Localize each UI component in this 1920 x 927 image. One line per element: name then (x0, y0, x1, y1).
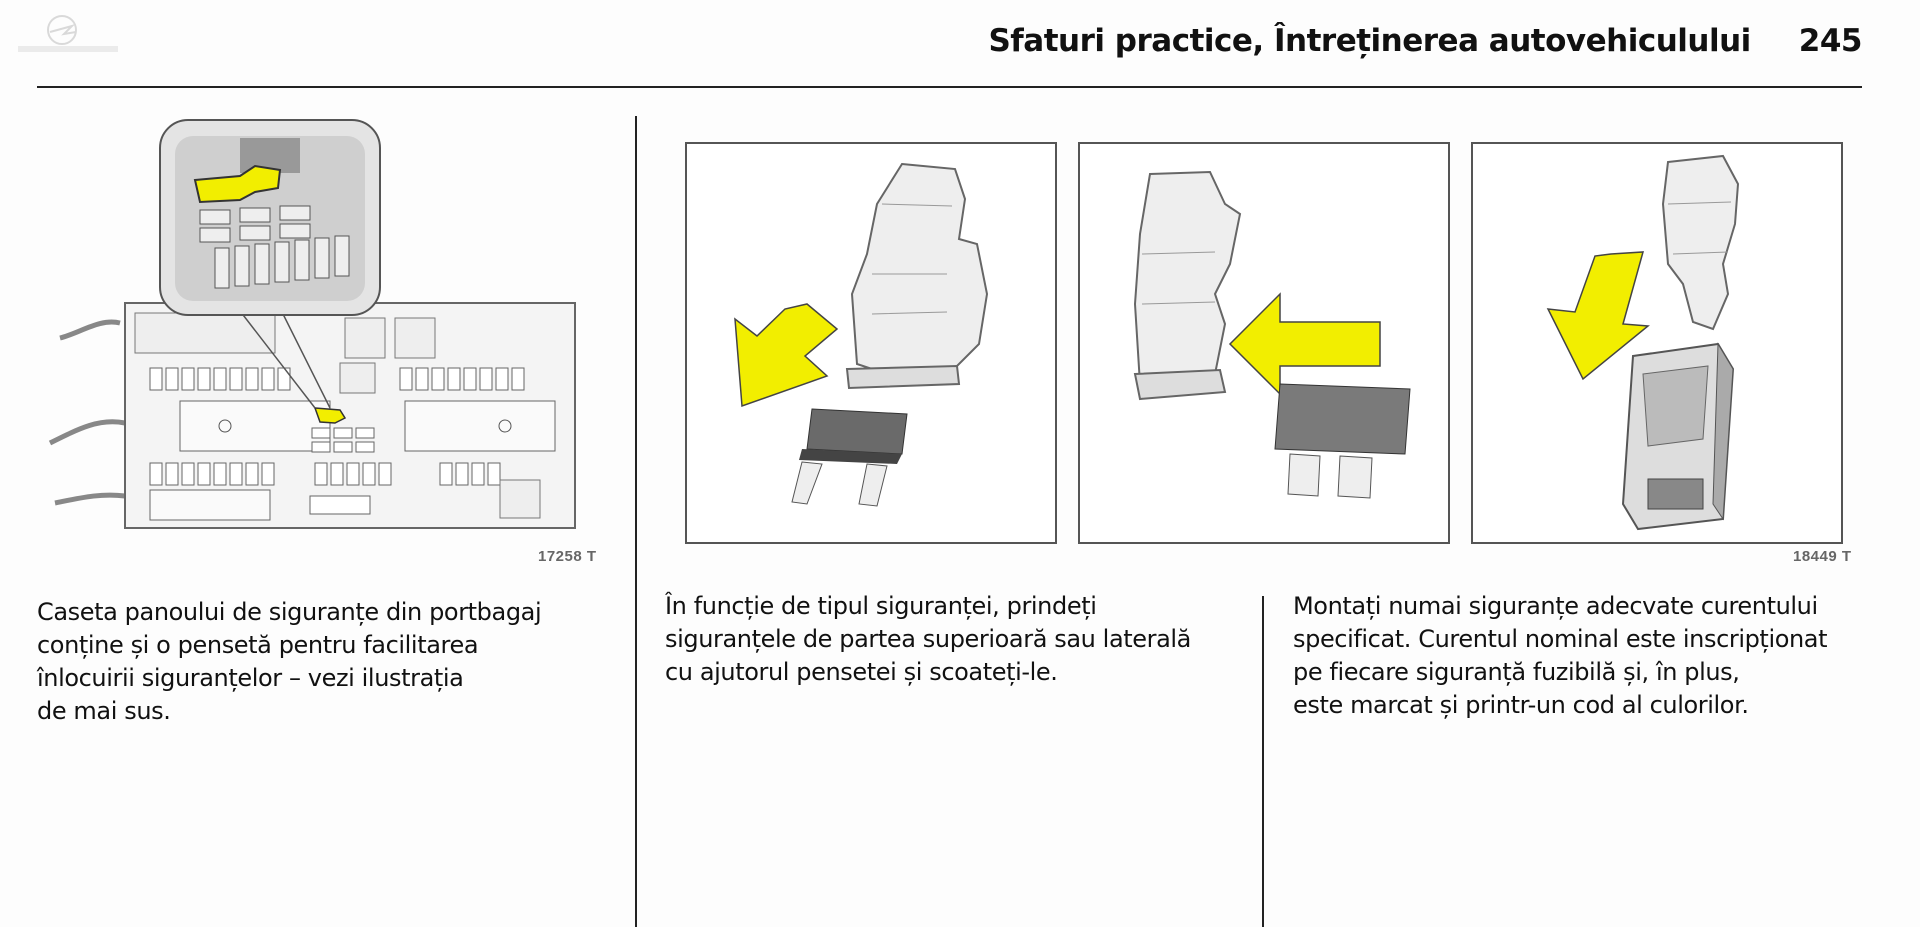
header-rule (37, 86, 1862, 88)
fuse-panel-top-grip (685, 142, 1057, 544)
figure-code-left: 17258 T (538, 548, 597, 565)
figure-code-right: 18449 T (1793, 548, 1852, 565)
column-text-1: Caseta panoului de siguranțe din portbag… (37, 598, 542, 725)
page-title: Sfaturi practice, Întreținerea autovehic… (988, 23, 1751, 59)
fuse-panel-side-grip (1078, 142, 1450, 544)
watermark-logo (14, 10, 124, 58)
page-header: Sfaturi practice, Întreținerea autovehic… (988, 14, 1862, 68)
column-text-2: În funcție de tipul siguranței, prindeți… (665, 592, 1191, 686)
fuse-box-illustration (40, 118, 620, 548)
column-divider-1 (635, 116, 637, 927)
column-divider-2 (1262, 596, 1264, 927)
column-text-3: Montați numai siguranțe adecvate curentu… (1293, 592, 1828, 719)
page-number: 245 (1798, 23, 1863, 59)
fuse-panel-maxi (1471, 142, 1843, 544)
